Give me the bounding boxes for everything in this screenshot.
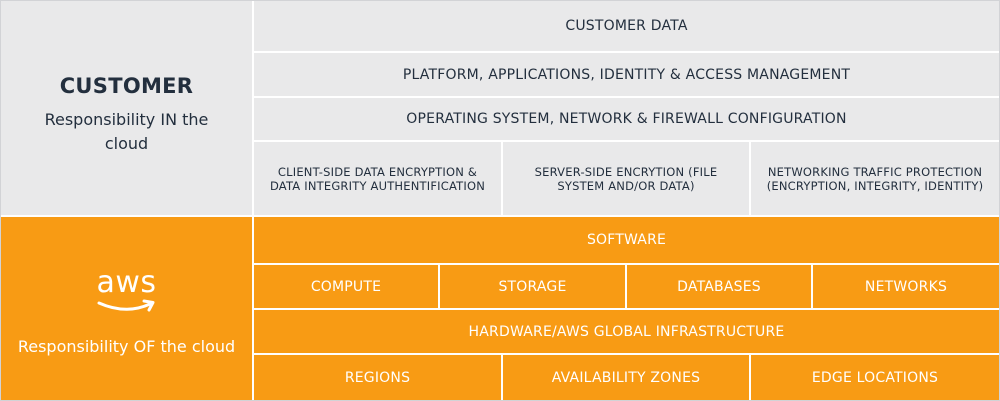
software-cell: SOFTWARE xyxy=(252,217,999,263)
server-side-encryption-cell: SERVER-SIDE ENCRYTION (FILE SYSTEM AND/O… xyxy=(501,140,749,215)
platform-cell: PLATFORM, APPLICATIONS, IDENTITY & ACCES… xyxy=(252,51,999,96)
operating-system-cell: OPERATING SYSTEM, NETWORK & FIREWALL CON… xyxy=(252,96,999,140)
aws-subtitle: Responsibility OF the cloud xyxy=(17,336,236,356)
regions-cell: REGIONS xyxy=(252,353,501,400)
customer-band: CUSTOMER Responsibility IN the cloud CUS… xyxy=(1,1,999,215)
availability-zones-cell: AVAILABILITY ZONES xyxy=(501,353,749,400)
aws-band: aws Responsibility OF the cloud SOFTWARE… xyxy=(1,217,999,400)
network-traffic-protection-cell: NETWORKING TRAFFIC PROTECTION (ENCRYPTIO… xyxy=(749,140,999,215)
hardware-infrastructure-cell: HARDWARE/AWS GLOBAL INFRASTRUCTURE xyxy=(252,308,999,353)
aws-label: aws Responsibility OF the cloud xyxy=(1,217,252,400)
aws-logo-text: aws xyxy=(96,264,157,300)
networks-cell: NETWORKS xyxy=(811,263,999,308)
compute-cell: COMPUTE xyxy=(252,263,438,308)
customer-subtitle: Responsibility IN the cloud xyxy=(44,110,209,153)
customer-label: CUSTOMER Responsibility IN the cloud xyxy=(1,1,252,215)
customer-data-cell: CUSTOMER DATA xyxy=(252,1,999,51)
customer-title: CUSTOMER xyxy=(59,74,194,98)
client-side-encryption-cell: CLIENT-SIDE DATA ENCRYPTION & DATA INTEG… xyxy=(252,140,501,215)
storage-cell: STORAGE xyxy=(438,263,625,308)
aws-smile-icon xyxy=(97,299,154,311)
aws-logo: aws xyxy=(96,264,158,315)
edge-locations-cell: EDGE LOCATIONS xyxy=(749,353,999,400)
databases-cell: DATABASES xyxy=(625,263,811,308)
